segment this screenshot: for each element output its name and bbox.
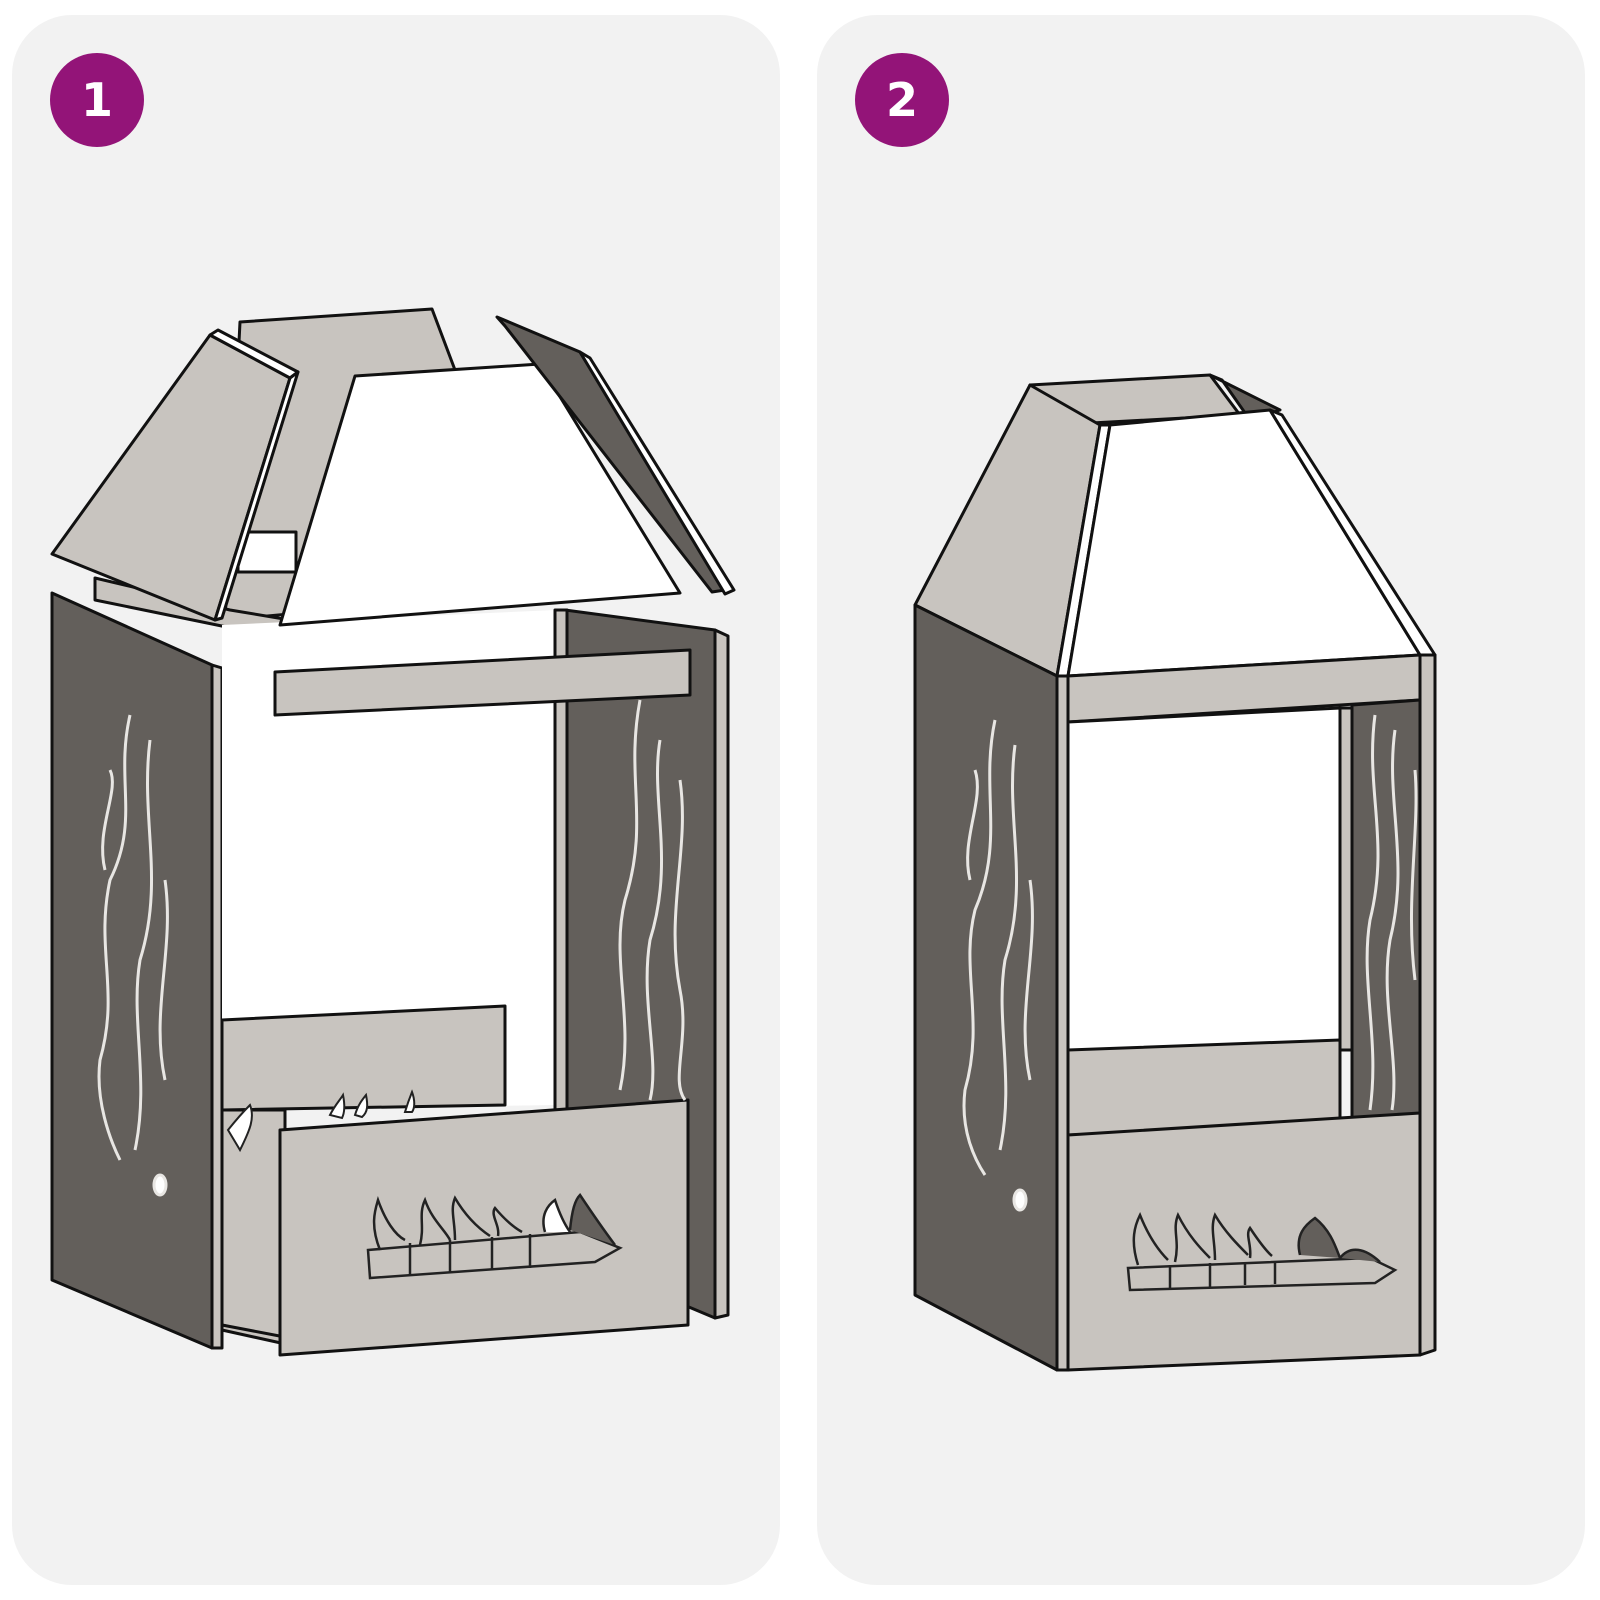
flame-cutout-left xyxy=(962,719,1034,1212)
right-hood-panel xyxy=(495,315,727,594)
step-number: 2 xyxy=(885,73,918,127)
rear-flame-cutout xyxy=(226,1089,416,1153)
flame-cutout-right xyxy=(618,699,687,1101)
right-side-panel xyxy=(1350,698,1422,1120)
exploded-fireplace-illustration xyxy=(50,307,736,1357)
log-flame-cutout xyxy=(1126,1211,1398,1292)
log-flame-cutout xyxy=(366,1193,623,1280)
crossbar xyxy=(273,648,692,717)
front-hood-panel xyxy=(278,362,682,627)
left-side-panel xyxy=(913,603,1059,1372)
front-hood xyxy=(1066,408,1422,678)
assembled-fireplace-illustration xyxy=(913,373,1437,1372)
step-2-panel: 2 xyxy=(817,15,1585,1585)
step-1-panel: 1 xyxy=(12,15,780,1585)
step-number-badge: 1 xyxy=(50,53,144,147)
step-number: 1 xyxy=(80,73,113,127)
flame-cutout-left xyxy=(97,714,169,1197)
left-side-panel xyxy=(50,591,214,1350)
step-number-badge: 2 xyxy=(855,53,949,147)
rear-lower-panel xyxy=(220,1004,507,1112)
flame-cutout-right xyxy=(1365,714,1418,1111)
front-lower-panel xyxy=(278,1098,690,1357)
front-lower-panel xyxy=(1066,1111,1422,1372)
